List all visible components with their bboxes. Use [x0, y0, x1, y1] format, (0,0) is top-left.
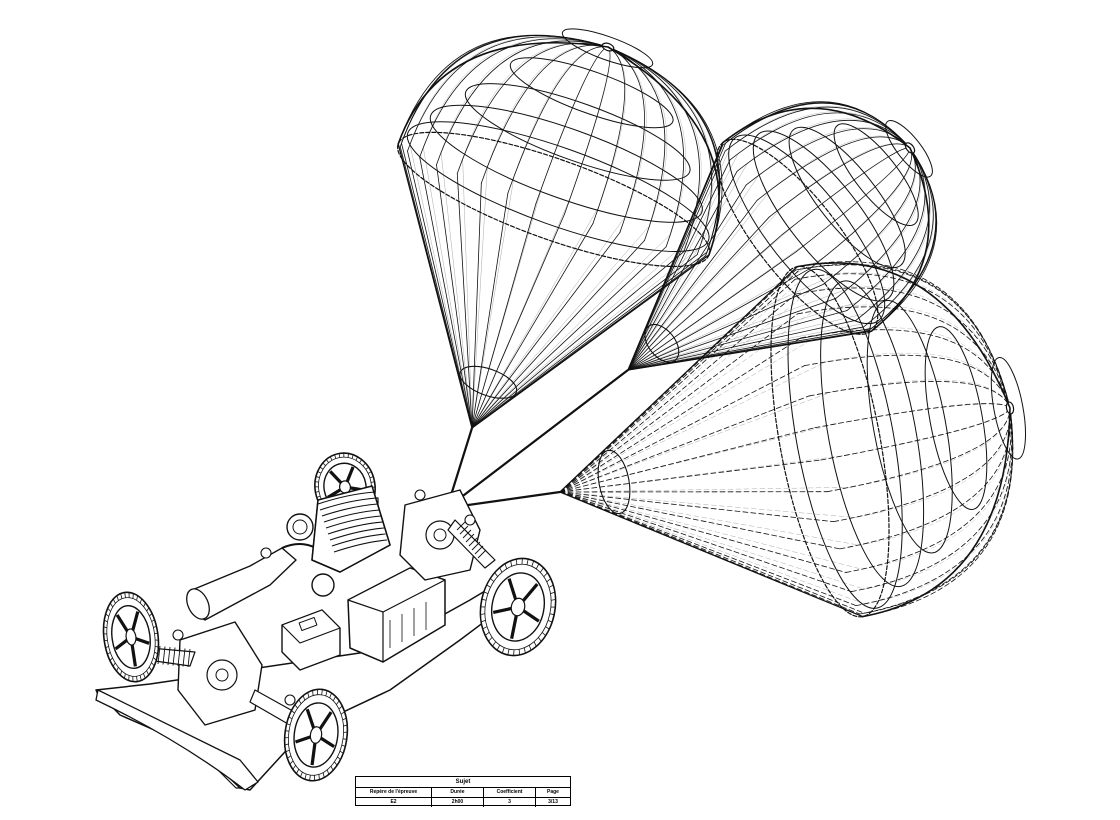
front-shock-spring	[182, 648, 186, 667]
cooling-fin	[327, 521, 383, 535]
body-post	[414, 489, 426, 501]
front-shock-spring	[177, 647, 181, 667]
header-repere: Repère de l'épreuve	[356, 788, 432, 797]
crown-ring	[990, 357, 1026, 460]
cooling-fin	[325, 515, 382, 529]
rear-right-wheel	[479, 557, 557, 657]
crown-ring	[820, 280, 925, 588]
crown-ring	[728, 134, 886, 325]
canopy-outline	[397, 41, 720, 256]
outer-line	[627, 330, 873, 371]
value-coefficient: 3	[484, 798, 536, 807]
parachutes	[397, 28, 1026, 618]
flywheel	[311, 573, 335, 597]
front-left-wheel	[102, 591, 160, 683]
crown-ring	[787, 268, 903, 609]
hub	[510, 597, 526, 617]
crown-ring	[752, 130, 895, 302]
cooling-fin	[331, 533, 386, 547]
muffler-cap	[186, 588, 210, 620]
servo-horn	[298, 617, 318, 631]
crown-ring	[561, 28, 654, 69]
canopy-skirt	[770, 265, 890, 618]
engine-block-front	[311, 485, 391, 573]
front-shock-spring	[167, 646, 171, 666]
parachute-gores	[397, 34, 723, 429]
body-post	[172, 629, 184, 641]
crown-ring	[833, 123, 919, 227]
body-post	[260, 547, 272, 559]
title-block-value-row: E2 2h00 3 3/13	[356, 798, 570, 807]
shock-spring	[456, 521, 466, 531]
crown-ring	[788, 126, 906, 269]
air-filter-inner	[292, 519, 308, 535]
hub	[309, 726, 323, 744]
crown-ring	[464, 83, 691, 181]
crown-ring	[509, 57, 674, 129]
hub	[125, 628, 137, 646]
cooling-fin	[319, 497, 377, 511]
diff-center	[433, 528, 447, 542]
shock-spring	[468, 537, 478, 547]
front-shock-spring	[187, 648, 191, 668]
outer-line	[627, 141, 724, 371]
value-repere: E2	[356, 798, 432, 807]
shock-spring	[477, 549, 487, 559]
rc-car-chassis	[95, 452, 557, 791]
cooling-fin	[323, 509, 380, 523]
cooling-fin	[329, 527, 385, 541]
cooling-fin	[333, 539, 388, 553]
title-block: Sujet Repère de l'épreuve Durée Coeffici…	[355, 776, 571, 807]
outer-line	[559, 265, 798, 493]
front-shock-spring	[172, 647, 176, 666]
value-duree: 2h00	[432, 798, 484, 807]
shock-spring	[474, 545, 484, 555]
parachute	[445, 261, 1026, 618]
shock-spring	[459, 525, 469, 535]
body-post	[284, 694, 296, 706]
cooling-fin	[321, 503, 379, 517]
crown-ring	[885, 120, 933, 178]
shock-spring	[462, 529, 472, 539]
confluence-ring	[644, 323, 680, 363]
parachute-gores	[559, 261, 1014, 617]
crown-ring	[924, 326, 988, 511]
body-post	[464, 514, 476, 526]
front-right-wheel	[283, 688, 349, 782]
front-diff-center	[215, 668, 229, 682]
title-block-header-row: Repère de l'épreuve Durée Coefficient Pa…	[356, 788, 570, 798]
radio-box-lid	[347, 567, 446, 613]
crown-ring	[429, 104, 703, 223]
shock-spring	[465, 533, 475, 543]
outer-line	[397, 143, 473, 429]
outer-line	[559, 491, 864, 618]
parachute	[397, 28, 723, 510]
title-block-title: Sujet	[356, 777, 570, 788]
exhaust-manifold	[281, 543, 317, 549]
confluence-ring	[459, 365, 518, 399]
cooling-fin	[317, 491, 376, 505]
front-shock-spring	[157, 645, 161, 665]
header-page: Page	[547, 789, 559, 795]
front-bumper	[95, 689, 259, 791]
front-shock-spring	[162, 646, 166, 665]
crown-ring	[866, 299, 953, 554]
header-duree: Durée	[432, 788, 484, 797]
value-page: 3/13	[548, 799, 558, 805]
confluence-ring	[597, 449, 631, 515]
canopy-outline	[796, 262, 1011, 618]
shock-spring	[471, 541, 481, 551]
header-coefficient: Coefficient	[484, 788, 536, 797]
riser-line	[445, 368, 630, 510]
crown-ring	[406, 121, 710, 252]
